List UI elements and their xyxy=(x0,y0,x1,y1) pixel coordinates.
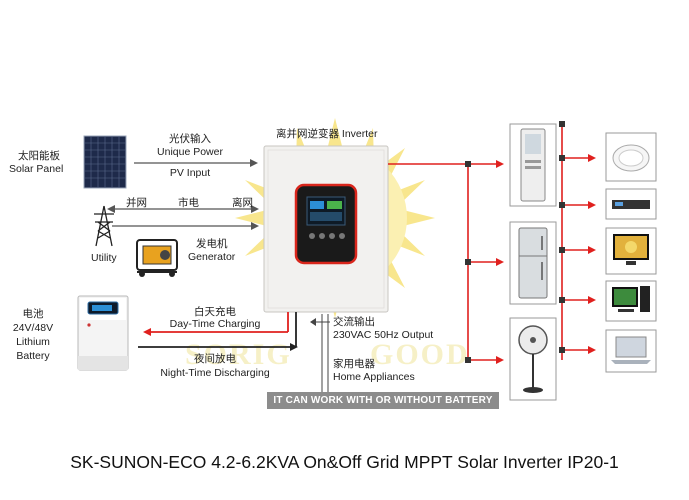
set-top-box-icon xyxy=(612,200,650,209)
battery-wires xyxy=(138,312,298,351)
pv-input-label-en1: Unique Power xyxy=(157,146,223,158)
day-charging-label-cn: 白天充电 xyxy=(194,306,236,318)
night-discharging-label-en: Night-Time Discharging xyxy=(160,367,270,379)
laptop-icon xyxy=(611,336,651,364)
home-appliances-label-cn: 家用电器 xyxy=(333,358,375,370)
pv-input-label-en2: PV Input xyxy=(169,167,211,179)
appliance-wiring xyxy=(388,124,590,361)
generator-icon xyxy=(136,239,178,277)
home-appliances-label-en: Home Appliances xyxy=(333,371,415,383)
battery-label-cn: 电池 xyxy=(22,308,44,320)
off-grid-label: 离网 xyxy=(232,197,253,209)
watermark-right: GOOD xyxy=(370,338,470,371)
desktop-computer-icon xyxy=(612,286,650,312)
battery-label-en2: Lithium xyxy=(16,336,50,348)
ac-output-arrow xyxy=(310,314,330,392)
ceiling-light-icon xyxy=(612,144,650,172)
solar-panel-label-en: Solar Panel xyxy=(9,163,64,175)
air-conditioner-icon xyxy=(520,128,546,202)
wire-arrowheads xyxy=(496,154,596,364)
battery-label-en3: Battery xyxy=(16,350,50,362)
ac-output-label-cn: 交流输出 xyxy=(333,316,375,328)
pv-input-label-cn: 光伏输入 xyxy=(169,133,211,145)
generator-label-cn: 发电机 xyxy=(196,238,228,250)
inverter-unit xyxy=(263,145,389,313)
watermark-left: SORIG xyxy=(185,338,292,371)
utility-tower-icon xyxy=(94,205,114,247)
wire-connectors xyxy=(465,121,565,363)
day-charging-label-en: Day-Time Charging xyxy=(169,318,261,330)
utility-label: Utility xyxy=(91,252,117,264)
solar-panel-label-cn: 太阳能板 xyxy=(18,150,60,162)
ac-output-label-en: 230VAC 50Hz Output xyxy=(333,329,434,341)
inverter-label: 离并网逆变器 Inverter xyxy=(276,128,378,140)
battery-optional-banner: IT CAN WORK WITH OR WITHOUT BATTERY xyxy=(267,392,499,409)
on-grid-label: 并网 xyxy=(126,197,147,209)
refrigerator-icon xyxy=(518,227,548,299)
mains-label: 市电 xyxy=(178,197,199,209)
solar-panel-icon xyxy=(83,135,127,189)
battery-label-en1: 24V/48V xyxy=(12,322,54,334)
pv-input-arrow xyxy=(134,159,258,167)
battery-unit xyxy=(77,295,129,371)
generator-label-en: Generator xyxy=(188,251,236,263)
night-discharging-label-cn: 夜间放电 xyxy=(194,353,236,365)
television-icon xyxy=(613,234,649,265)
grid-arrows xyxy=(107,205,259,230)
product-title: SK-SUNON-ECO 4.2-6.2KVA On&Off Grid MPPT… xyxy=(70,452,619,472)
fan-icon xyxy=(518,325,548,393)
